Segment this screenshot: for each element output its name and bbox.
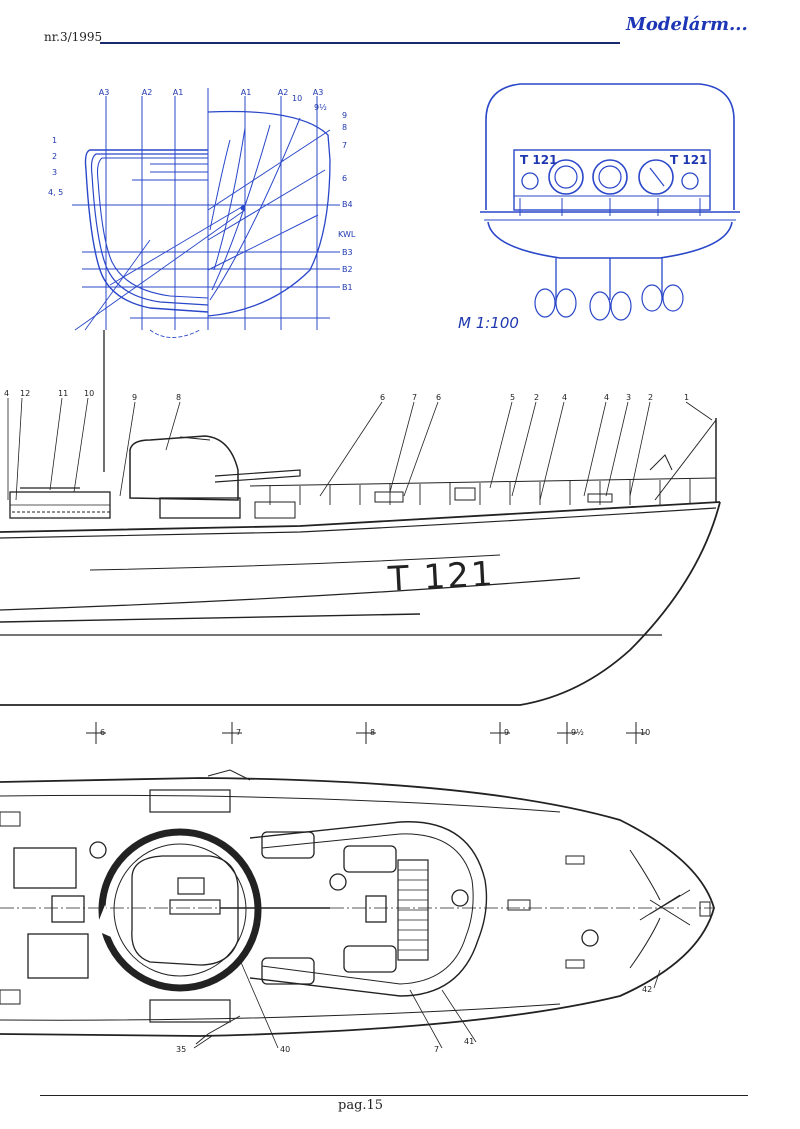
- station-label: A2: [142, 88, 153, 97]
- station-label: A1: [173, 88, 184, 97]
- frame-label-right: 10: [292, 94, 302, 103]
- waterline-label: B2: [342, 265, 353, 274]
- frame-label-right: 8: [342, 123, 347, 132]
- frame-mark-label: 10: [640, 728, 650, 737]
- side-view-leaders: [7, 397, 713, 501]
- callout: 6: [380, 393, 385, 402]
- waterline-label: B1: [342, 283, 353, 292]
- frame-label-right: 9: [342, 111, 347, 120]
- deck-callout: 35: [176, 1045, 186, 1054]
- stern-hull-marking-right: T 121: [670, 153, 707, 167]
- stern-view: [480, 83, 740, 321]
- waterline-label-left: 2: [52, 152, 57, 161]
- frame-label-right: 9½: [314, 103, 327, 112]
- frame-marks: [86, 722, 646, 744]
- callout: 9: [132, 393, 137, 402]
- frame-mark-label: 9½: [571, 728, 584, 737]
- station-label: A1: [241, 88, 252, 97]
- callout: 5: [510, 393, 515, 402]
- callout: 4: [4, 389, 9, 398]
- station-label: A2: [278, 88, 289, 97]
- deck-callout: 7: [434, 1045, 439, 1054]
- waterline-label: B4: [342, 200, 353, 209]
- callout: 2: [648, 393, 653, 402]
- deck-callout: 42: [642, 985, 652, 994]
- waterline-label-left: 3: [52, 168, 57, 177]
- header-rule: [100, 42, 620, 44]
- callout: 10: [84, 389, 94, 398]
- callout: 6: [436, 393, 441, 402]
- callout: 4: [562, 393, 567, 402]
- body-plan: [72, 88, 340, 472]
- callout: 2: [534, 393, 539, 402]
- callout: 11: [58, 389, 68, 398]
- page-number: pag.15: [338, 1098, 384, 1113]
- side-hull-number: T 121: [386, 554, 495, 600]
- station-label: A3: [313, 88, 324, 97]
- frame-mark-label: 7: [236, 728, 241, 737]
- stern-hull-marking-left: T 121: [520, 153, 557, 167]
- deck-plan-leaders: [193, 959, 661, 1049]
- side-view: [0, 418, 721, 706]
- waterline-label: B3: [342, 248, 353, 257]
- callout: 7: [412, 393, 417, 402]
- waterline-label-left: 1: [52, 136, 57, 145]
- deck-plan: [0, 769, 715, 1045]
- callout: 3: [626, 393, 631, 402]
- callout: 4: [604, 393, 609, 402]
- frame-mark-label: 9: [504, 728, 509, 737]
- waterline-label-left: 4, 5: [48, 188, 63, 197]
- frame-label-right: 7: [342, 141, 347, 150]
- station-label: A3: [99, 88, 110, 97]
- deck-callout: 41: [464, 1037, 474, 1046]
- waterline-label: KWL: [338, 230, 356, 239]
- issue-number: nr.3/1995: [44, 30, 103, 44]
- callout: 8: [176, 393, 181, 402]
- callout: 12: [20, 389, 30, 398]
- frame-mark-label: 8: [370, 728, 375, 737]
- magazine-logo: Modelárm...: [626, 14, 748, 35]
- deck-callout: 40: [280, 1045, 290, 1054]
- callout: 1: [684, 393, 689, 402]
- footer-rule: [40, 1095, 748, 1096]
- frame-label-right: 6: [342, 174, 347, 183]
- scale-label: M 1:100: [458, 314, 519, 332]
- frame-mark-label: 6: [100, 728, 105, 737]
